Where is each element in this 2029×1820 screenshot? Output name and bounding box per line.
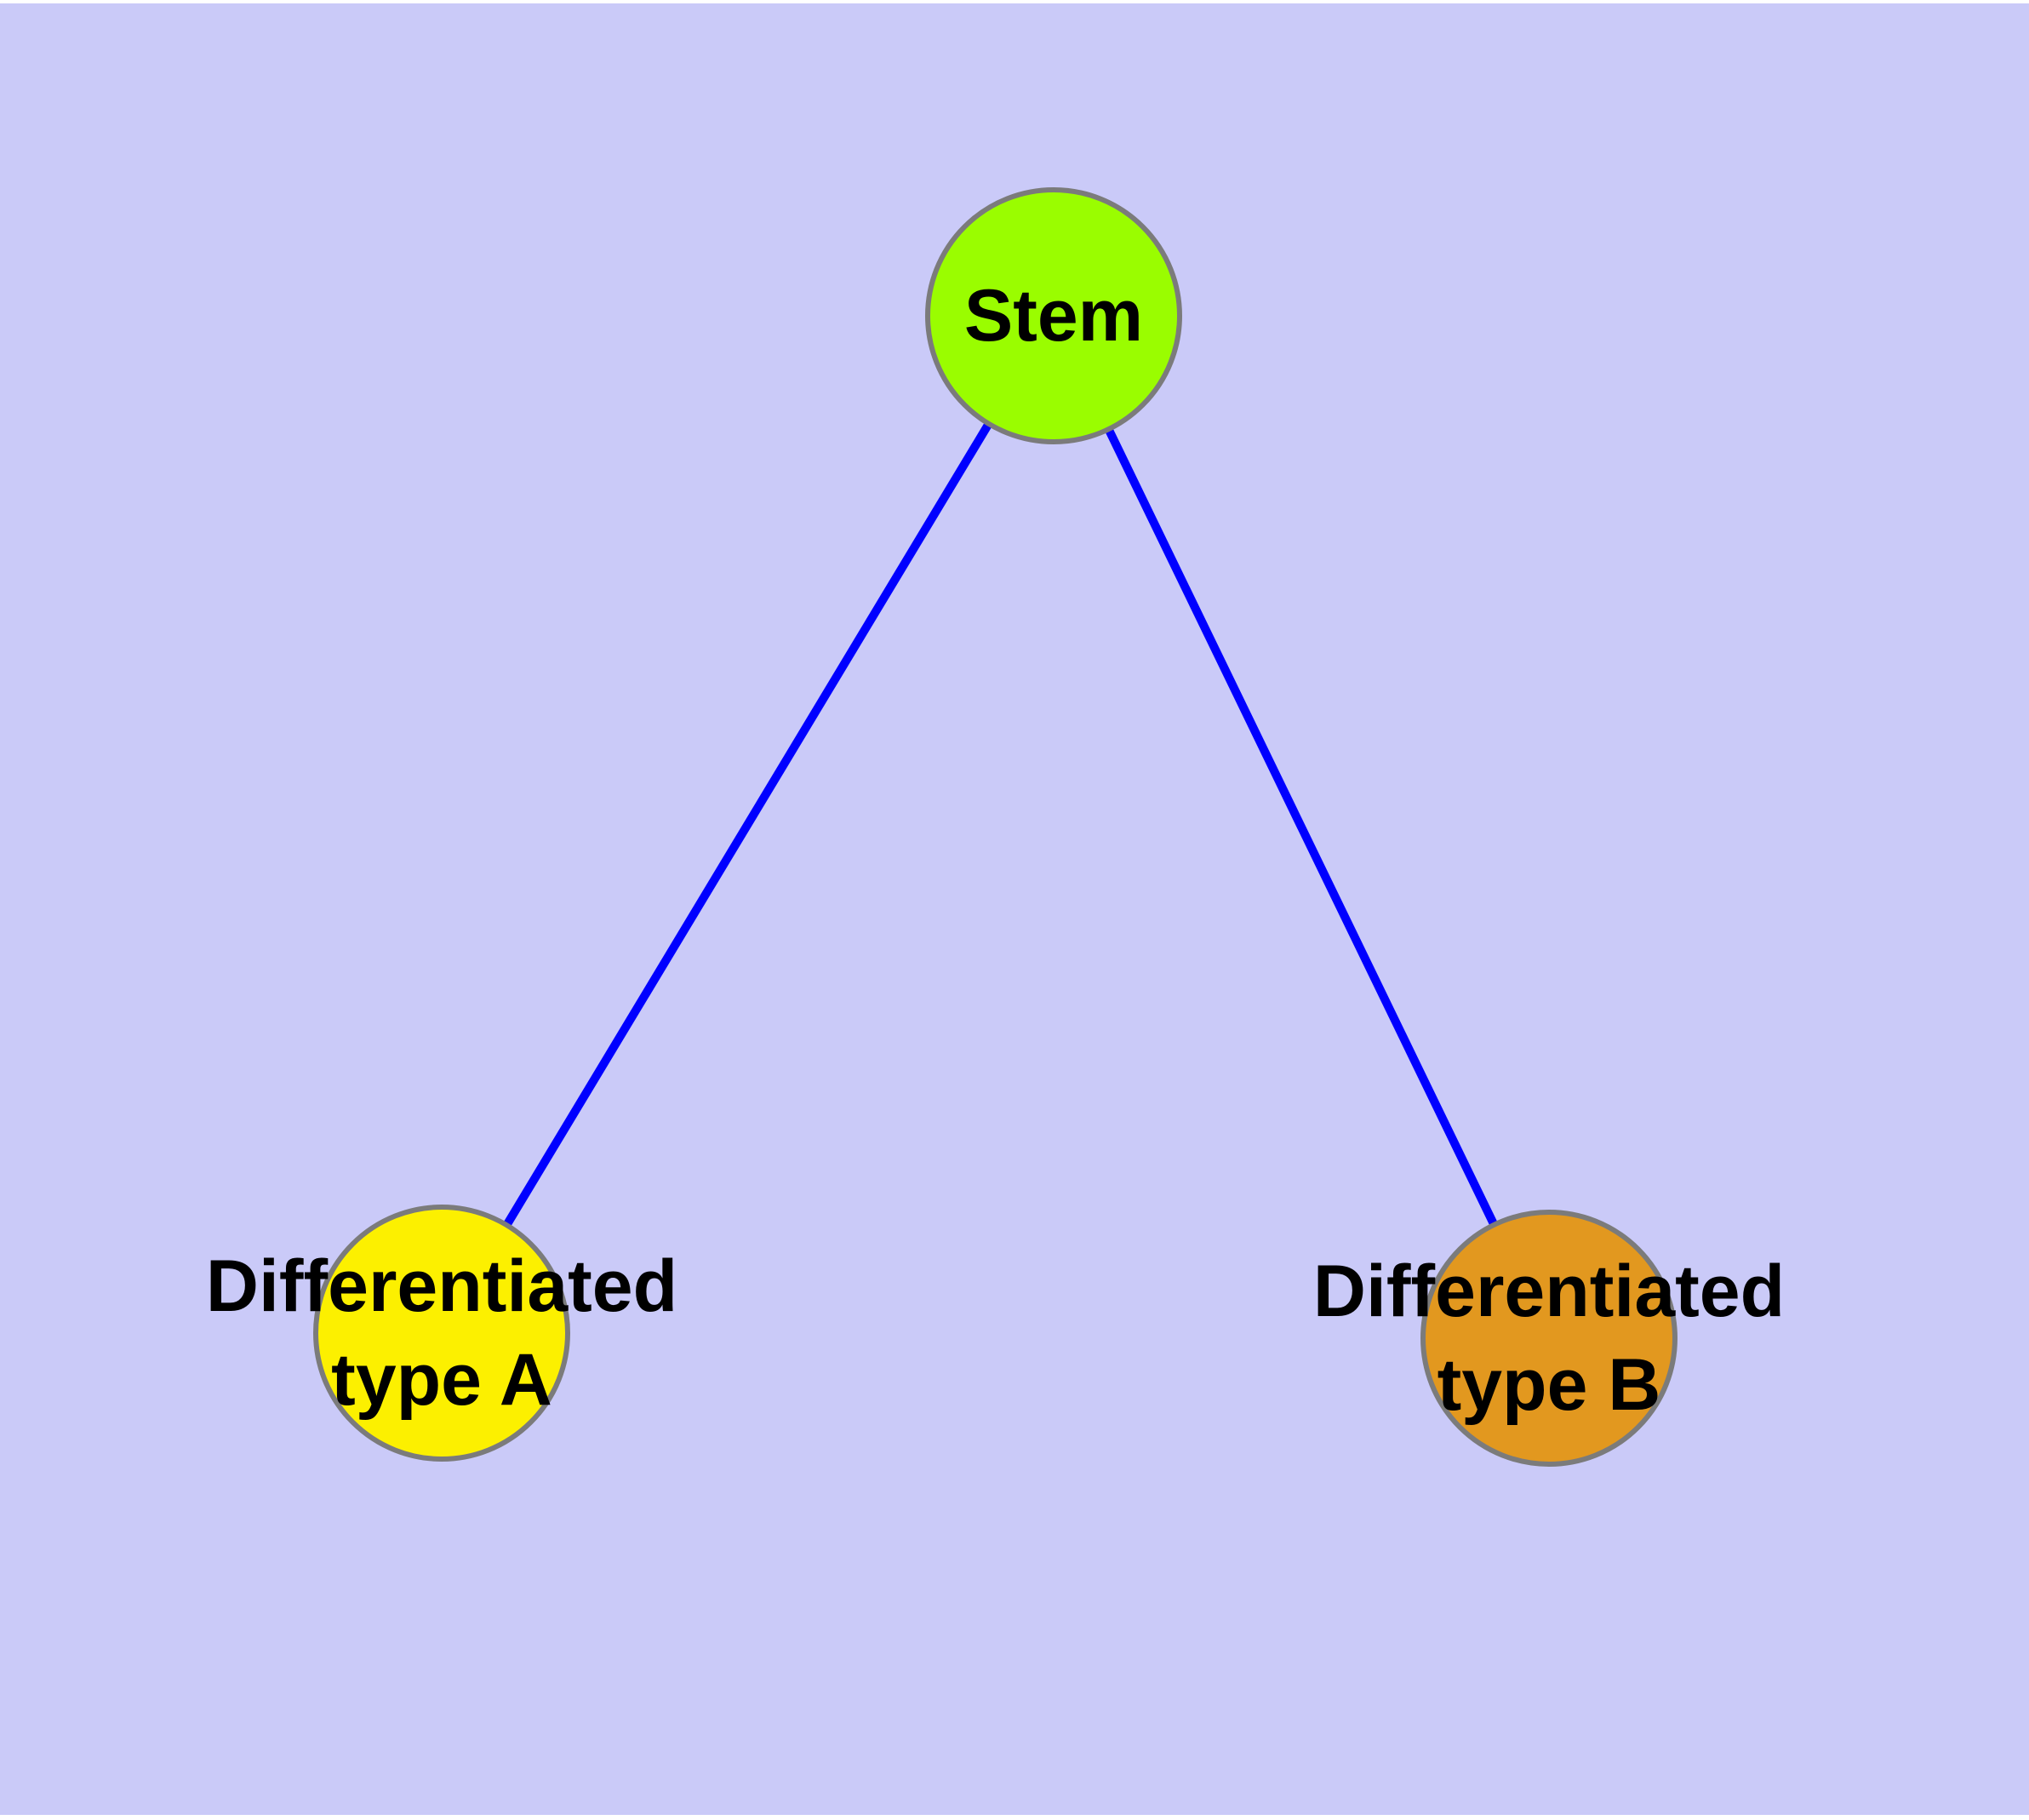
- window-edge-bottom: [0, 1815, 2029, 1820]
- edge-stem-to-differentiated-type-a: [437, 313, 1058, 1336]
- label-line: type A: [331, 1339, 552, 1421]
- label-line: Stem: [963, 275, 1144, 357]
- node-differentiated-type-b: [1420, 1210, 1677, 1467]
- label-line: type B: [1437, 1344, 1661, 1426]
- node-label-differentiated-type-b: Differentiated type B: [1313, 1245, 1785, 1432]
- label-line: Differentiated: [205, 1245, 678, 1327]
- node-label-differentiated-type-a: Differentiated type A: [206, 1239, 677, 1427]
- node-stem: [925, 187, 1182, 444]
- window-edge-top: [0, 0, 2029, 3]
- node-differentiated-type-a: [313, 1205, 570, 1462]
- node-label-stem: Stem: [964, 269, 1143, 363]
- label-line: Differentiated: [1312, 1251, 1786, 1332]
- edge-stem-to-differentiated-type-b: [1049, 313, 1553, 1341]
